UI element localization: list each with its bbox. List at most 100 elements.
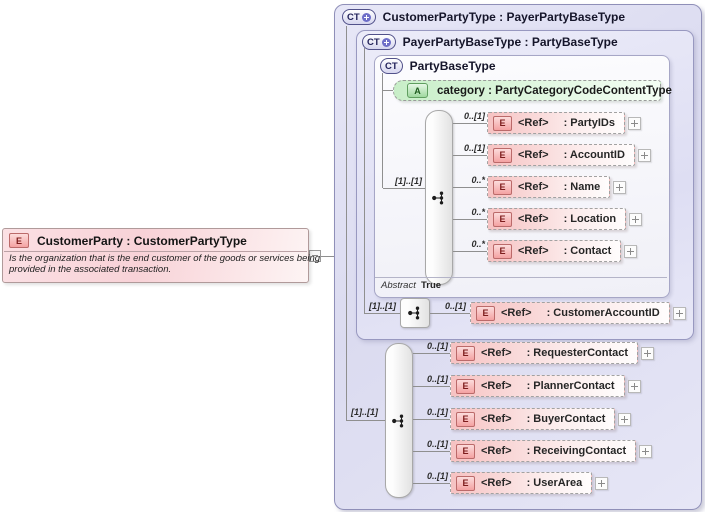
tree-line xyxy=(413,353,450,354)
tree-line xyxy=(382,90,393,91)
sequence-indicator xyxy=(400,298,430,328)
element-badge: E xyxy=(456,475,475,491)
element-name: : BuyerContact xyxy=(526,413,606,425)
element-box[interactable]: E <Ref> : ReceivingContact xyxy=(450,440,637,462)
expand-button[interactable] xyxy=(613,180,627,194)
ref-label: <Ref> xyxy=(481,445,512,457)
ref-label: <Ref> xyxy=(518,245,549,257)
tree-line xyxy=(413,483,450,484)
expand-button[interactable] xyxy=(624,244,638,258)
cardinality-label: 0..[1] xyxy=(463,111,485,121)
element-box[interactable]: E <Ref> : Location xyxy=(487,208,627,230)
occurrence-label: [1]..[1] xyxy=(369,301,396,311)
element-name: : Location xyxy=(563,213,617,225)
element-box[interactable]: E <Ref> : CustomerAccountID xyxy=(470,302,670,324)
ref-label: <Ref> xyxy=(481,413,512,425)
element-box[interactable]: E <Ref> : Name xyxy=(487,176,611,198)
sequence-indicator xyxy=(425,110,453,285)
element-box[interactable]: E <Ref> : PlannerContact xyxy=(450,375,625,397)
element-box[interactable]: E <Ref> : AccountID xyxy=(487,144,635,166)
expand-button[interactable] xyxy=(639,444,653,458)
root-element-box[interactable]: E CustomerParty : CustomerPartyType Is t… xyxy=(2,228,321,283)
expand-button[interactable] xyxy=(672,306,686,320)
tree-line xyxy=(453,187,487,188)
ct-badge: CT xyxy=(342,9,376,25)
tree-line xyxy=(453,155,487,156)
expand-button[interactable] xyxy=(618,412,632,426)
element-row-location: E <Ref> : Location xyxy=(487,208,643,230)
plus-icon xyxy=(381,37,391,47)
element-badge: E xyxy=(456,345,475,361)
tree-line xyxy=(382,73,383,188)
element-name: : ReceivingContact xyxy=(526,445,627,457)
element-name: : PartyIDs xyxy=(563,117,615,129)
cardinality-label: 0..* xyxy=(471,207,485,217)
complextype-title-customerpartytype: CT CustomerPartyType : PayerPartyBaseTyp… xyxy=(342,9,625,25)
tree-line xyxy=(364,313,400,314)
element-name: : CustomerAccountID xyxy=(546,307,660,319)
collapse-toggle[interactable] xyxy=(309,250,321,262)
element-name: : UserArea xyxy=(526,477,583,489)
tree-line xyxy=(453,219,487,220)
complextype-title-payerpartybasetype: CT PayerPartyBaseType : PartyBaseType xyxy=(362,34,618,50)
element-row-accountid: E <Ref> : AccountID xyxy=(487,144,651,166)
complextype-title-label: PayerPartyBaseType : PartyBaseType xyxy=(402,35,618,49)
plus-icon xyxy=(361,12,371,22)
tree-line xyxy=(413,386,450,387)
expand-button[interactable] xyxy=(627,116,641,130)
element-badge: E xyxy=(493,147,512,163)
tree-line xyxy=(413,451,450,452)
expand-button[interactable] xyxy=(627,379,641,393)
ref-label: <Ref> xyxy=(518,181,549,193)
attribute-label: category : PartyCategoryCodeContentType xyxy=(437,84,672,97)
element-name: : PlannerContact xyxy=(526,380,615,392)
element-row-name: E <Ref> : Name xyxy=(487,176,627,198)
element-box[interactable]: E <Ref> : Contact xyxy=(487,240,622,262)
element-name: : AccountID xyxy=(563,149,625,161)
element-name: : Name xyxy=(563,181,601,193)
sequence-icon xyxy=(408,306,420,320)
expand-button[interactable] xyxy=(629,212,643,226)
element-row-requestercontact: E <Ref> : RequesterContact xyxy=(450,342,655,364)
ref-label: <Ref> xyxy=(481,477,512,489)
expand-button[interactable] xyxy=(595,476,609,490)
tree-line xyxy=(413,419,450,420)
element-badge: E xyxy=(493,243,512,259)
description-line: Is the organization that is the end cust… xyxy=(9,253,321,264)
cardinality-label: 0..[1] xyxy=(426,374,448,384)
expand-button[interactable] xyxy=(641,346,655,360)
cardinality-label: 0..* xyxy=(471,175,485,185)
ref-label: <Ref> xyxy=(481,380,512,392)
cardinality-label: 0..[1] xyxy=(426,407,448,417)
cardinality-label: 0..[1] xyxy=(444,301,466,311)
root-element-title-row: E CustomerParty : CustomerPartyType xyxy=(3,229,308,251)
tree-line xyxy=(430,313,470,314)
sequence-icon xyxy=(432,191,444,204)
cardinality-label: 0..* xyxy=(471,239,485,249)
element-box[interactable]: E <Ref> : RequesterContact xyxy=(450,342,639,364)
element-box[interactable]: E <Ref> : BuyerContact xyxy=(450,408,616,430)
tree-line xyxy=(364,48,365,314)
ref-label: <Ref> xyxy=(501,307,532,319)
description-line: provided in the associated transaction. xyxy=(9,263,172,275)
abstract-label: Abstract xyxy=(381,280,416,291)
abstract-value: True xyxy=(421,280,442,291)
element-badge: E xyxy=(476,305,495,321)
tree-line xyxy=(346,420,385,421)
tree-line xyxy=(346,26,347,421)
ref-label: <Ref> xyxy=(518,117,549,129)
element-box[interactable]: E <Ref> : PartyIDs xyxy=(487,112,625,134)
complextype-title-partybasetype: CT PartyBaseType xyxy=(380,58,496,74)
element-badge: E xyxy=(456,443,475,459)
element-box[interactable]: E <Ref> : UserArea xyxy=(450,472,593,494)
element-row-buyercontact: E <Ref> : BuyerContact xyxy=(450,408,632,430)
divider xyxy=(375,277,667,278)
element-badge: E xyxy=(9,233,29,248)
cardinality-label: 0..[1] xyxy=(463,143,485,153)
expand-button[interactable] xyxy=(637,148,651,162)
element-badge: E xyxy=(493,115,512,131)
occurrence-label: [1]..[1] xyxy=(351,407,378,417)
attribute-box-category[interactable]: A category : PartyCategoryCodeContentTyp… xyxy=(393,80,672,101)
element-row-partyids: E <Ref> : PartyIDs xyxy=(487,112,641,134)
occurrence-label: [1]..[1] xyxy=(395,176,422,186)
